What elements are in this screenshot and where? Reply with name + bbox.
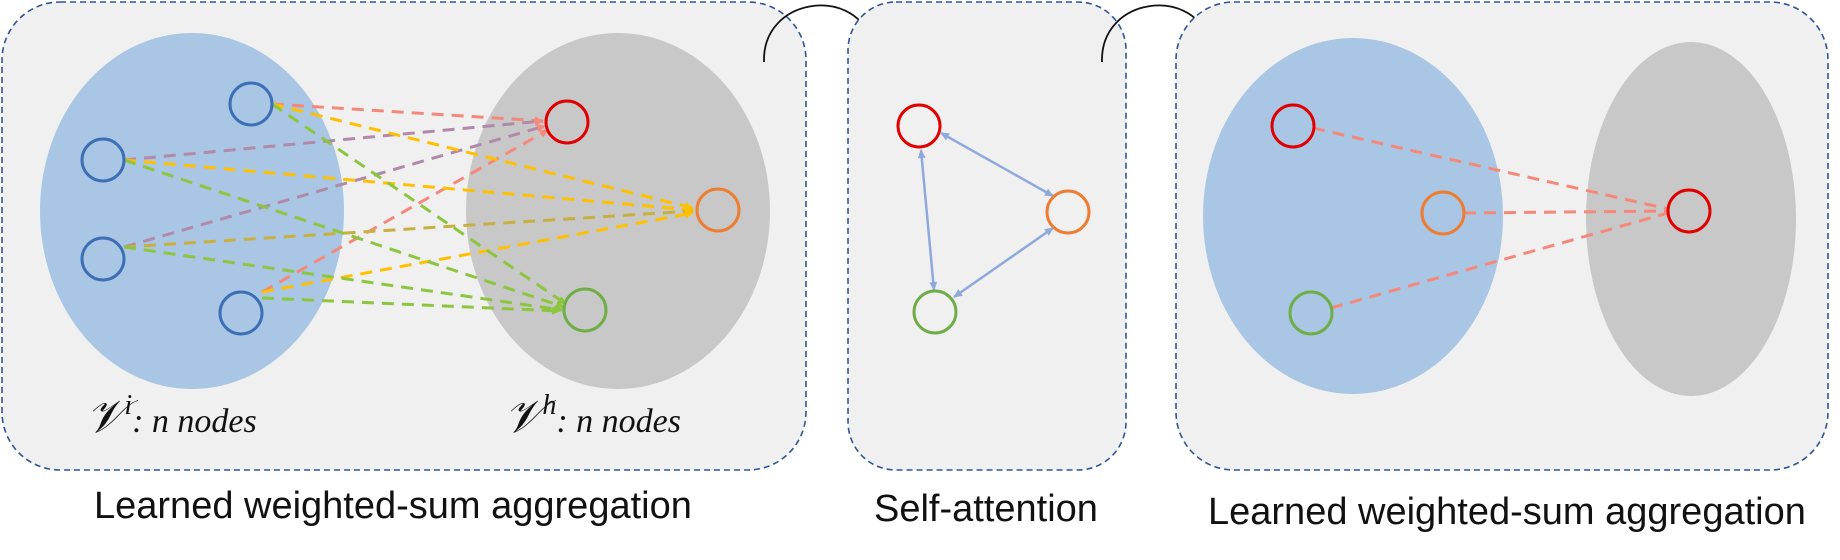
edge [1463,209,1669,215]
attention-edges [917,131,1054,299]
hidden-nodes [544,99,741,333]
input-node [80,236,126,282]
edge [261,128,549,294]
input-node [228,81,274,127]
hidden-set-count: : n nodes [556,403,681,440]
hidden-node-set [1586,42,1796,396]
input-node-set [40,33,344,389]
attention-edge [917,149,938,291]
hidden-node-red [544,99,590,145]
edge [261,210,694,294]
edge [271,102,544,125]
edge [123,117,544,162]
input-node [80,137,126,183]
edge [261,296,561,315]
edge [271,102,694,210]
attention-edge [953,226,1054,299]
input-node [218,290,264,336]
input-set-superscript: i [124,390,132,421]
attention-node-green [912,289,958,335]
panel-aggregation-left: 𝒱i: n nodes 𝒱h: n nodes Learned weighted… [1,1,807,527]
input-node-set [1203,38,1503,394]
attention-node-orange [1045,189,1091,235]
hidden-set-label: 𝒱h: n nodes [504,390,681,442]
panel-frame [847,1,1127,471]
input-set-count: : n nodes [132,403,257,440]
panel-aggregation-right: Learned weighted-sum aggregation [1175,1,1829,533]
panel-caption: Learned weighted-sum aggregation [1208,491,1806,533]
hidden-node-red [1666,188,1712,234]
edge [1312,126,1669,211]
panel-caption: Self-attention [874,488,1098,530]
edge [123,158,694,214]
panel-self-attention: Self-attention [847,1,1127,530]
input-set-label: 𝒱i: n nodes [86,390,257,442]
hidden-set-superscript: h [542,390,556,421]
edge [123,245,563,313]
input-node-red [1270,103,1316,149]
input-node-orange [1420,190,1466,236]
panel-caption: Learned weighted-sum aggregation [94,485,692,527]
input-nodes [80,81,274,336]
attention-node-red [896,103,942,149]
input-node-green [1288,290,1334,336]
aggregation-edges [123,102,694,315]
edge [1330,211,1669,310]
aggregation-edges [1312,126,1669,310]
hidden-node-set [466,33,770,389]
attention-edge [940,131,1054,198]
hidden-node-green [562,287,608,333]
hidden-node-orange [695,187,741,233]
edge [123,124,546,249]
edge [123,158,565,309]
edge [123,207,694,249]
